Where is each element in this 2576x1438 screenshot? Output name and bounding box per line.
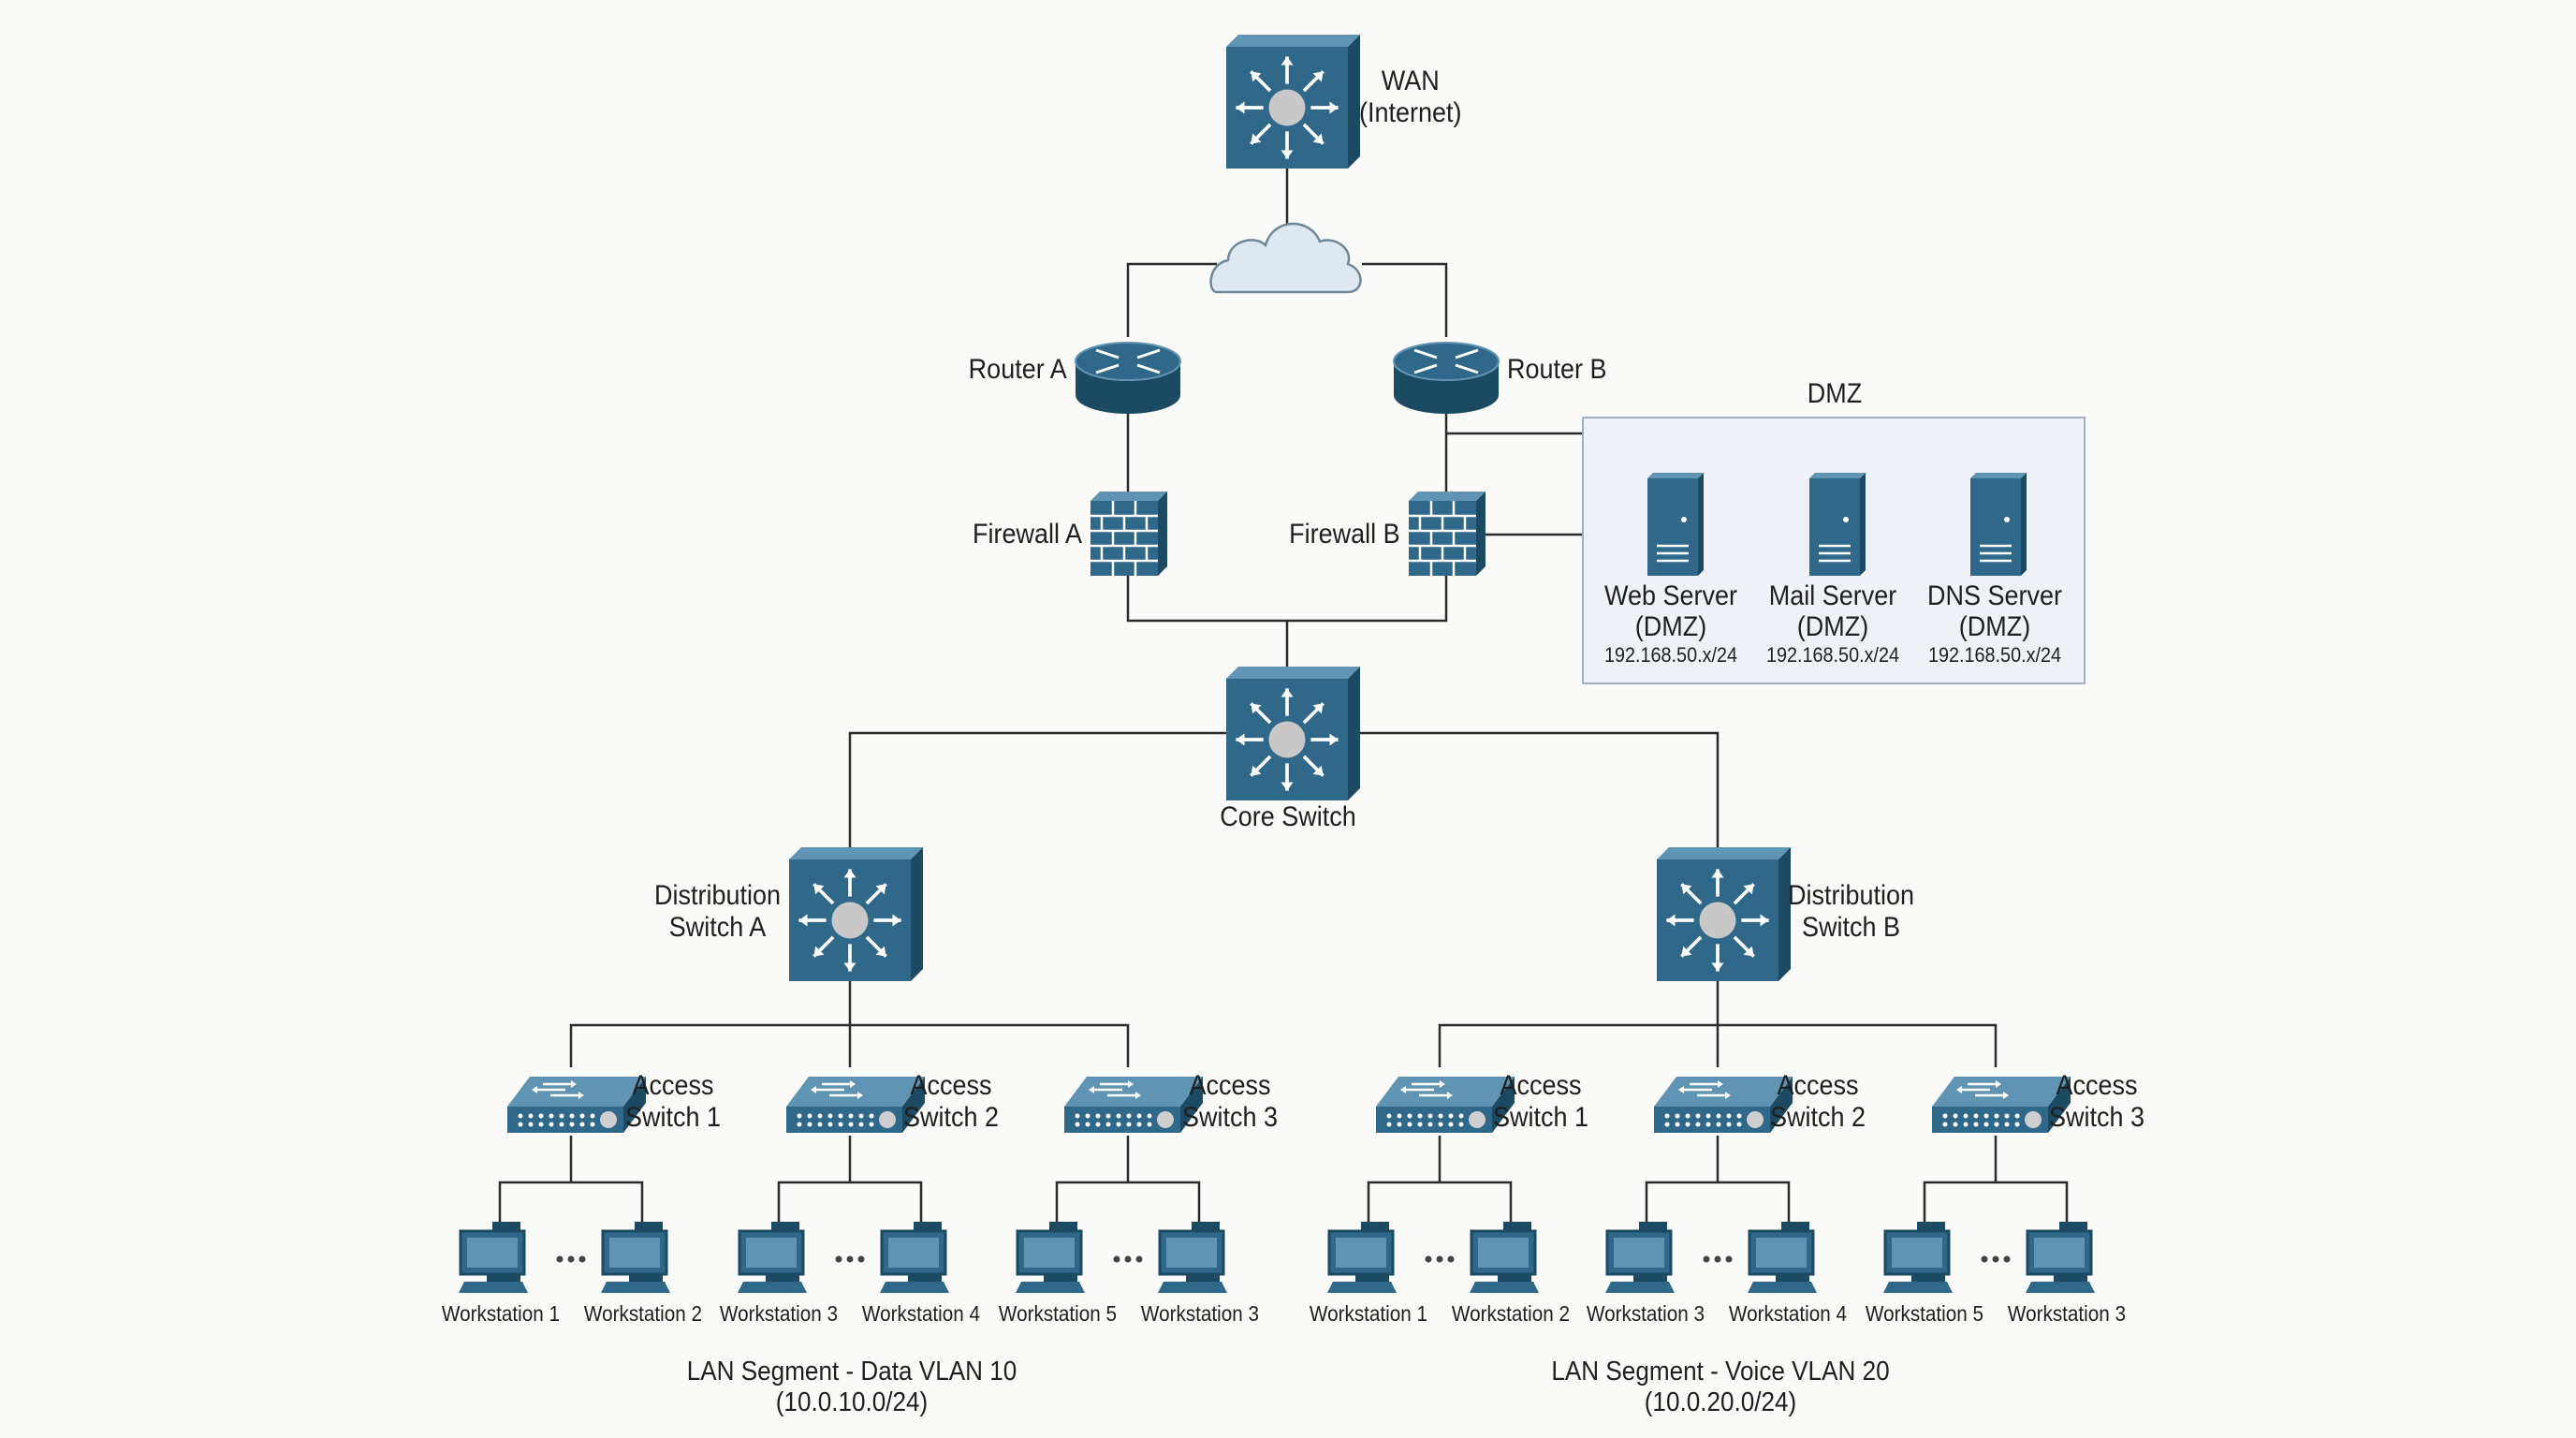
firewall-b-label: Firewall B: [1289, 519, 1400, 550]
ellipsis-dot: [578, 1255, 586, 1263]
mail-server-label: Mail Server (DMZ) 192.168.50.x/24: [1765, 580, 1900, 667]
workstation-icon: [1470, 1222, 1539, 1293]
workstation-label: Workstation 5: [998, 1301, 1118, 1326]
workstation-icon: [1016, 1222, 1085, 1293]
workstation-icon: [738, 1222, 807, 1293]
workstation-label: Workstation 3: [1586, 1301, 1705, 1326]
workstation-icon: [880, 1222, 949, 1293]
workstation-label: Workstation 3: [2007, 1301, 2127, 1326]
link-line: [1367, 1181, 1513, 1222]
dns-server-label: DNS Server (DMZ) 192.168.50.x/24: [1926, 580, 2063, 667]
ellipsis-dot: [1447, 1255, 1455, 1263]
ellipsis-dot: [1425, 1255, 1432, 1263]
link-line: [1645, 1181, 1791, 1222]
web-server-label: Web Server (DMZ) 192.168.50.x/24: [1603, 580, 1738, 667]
link-line: [1055, 1181, 1201, 1222]
firewall-a-icon: [1090, 492, 1167, 576]
workstation-label: Workstation 2: [583, 1301, 703, 1326]
ellipsis-dot: [1124, 1255, 1132, 1263]
ellipsis-dot: [556, 1255, 564, 1263]
distribution-switch-a-icon: [789, 847, 923, 981]
access-switch-icon: [1932, 1077, 2071, 1133]
link-line: [498, 1181, 644, 1222]
ellipsis-dot: [835, 1255, 842, 1263]
ellipsis-dot: [1703, 1255, 1710, 1263]
core-switch-icon: [1226, 667, 1360, 800]
workstation-icon: [1748, 1222, 1817, 1293]
ellipsis-dot: [857, 1255, 865, 1263]
link-line: [1348, 731, 1720, 847]
access-switch-icon: [786, 1077, 925, 1133]
ellipsis-dot: [1725, 1255, 1733, 1263]
access-switch-icon: [507, 1077, 646, 1133]
workstation-icon: [1327, 1222, 1397, 1293]
workstation-label: Workstation 1: [441, 1301, 561, 1326]
ellipsis-dot: [1135, 1255, 1143, 1263]
ellipsis-dot: [2003, 1255, 2011, 1263]
mail-server-icon: [1809, 473, 1866, 576]
wan-switch-icon: [1226, 35, 1360, 169]
workstation-icon: [601, 1222, 670, 1293]
firewall-a-label: Firewall A: [972, 519, 1082, 550]
workstation-label: Workstation 4: [861, 1301, 981, 1326]
link-line: [1362, 262, 1448, 337]
distribution-switch-b-icon: [1657, 847, 1791, 981]
core-switch-label: Core Switch: [1220, 801, 1356, 832]
dns-server-icon: [1970, 473, 2027, 576]
firewall-b-icon: [1409, 492, 1486, 576]
workstation-icon: [1158, 1222, 1227, 1293]
distribution-switch-a-label: Distribution Switch A: [653, 880, 781, 943]
ellipsis-dot: [1992, 1255, 1999, 1263]
lan-segment-voice-label: LAN Segment - Voice VLAN 20 (10.0.20.0/2…: [1551, 1357, 1890, 1417]
access-switch-icon: [1376, 1077, 1515, 1133]
lan-segment-data-label: LAN Segment - Data VLAN 10 (10.0.10.0/24…: [686, 1357, 1017, 1417]
wan-label: WAN (Internet): [1359, 66, 1462, 128]
workstation-label: Workstation 5: [1865, 1301, 1984, 1326]
access-switch-icon: [1064, 1077, 1203, 1133]
ellipsis-dot: [846, 1255, 854, 1263]
router-b-icon: [1393, 342, 1500, 414]
workstation-icon: [459, 1222, 528, 1293]
workstation-label: Workstation 2: [1451, 1301, 1571, 1326]
workstation-label: Workstation 3: [719, 1301, 839, 1326]
workstation-icon: [1605, 1222, 1675, 1293]
cloud-icon: [1209, 222, 1362, 294]
dmz-title: DMZ: [1807, 378, 1863, 409]
ellipsis-dot: [1113, 1255, 1120, 1263]
workstation-icon: [1883, 1222, 1953, 1293]
distribution-switch-b-label: Distribution Switch B: [1788, 880, 1915, 943]
access-switch-icon: [1654, 1077, 1793, 1133]
link-line: [1923, 1181, 2069, 1222]
router-b-label: Router B: [1507, 354, 1607, 385]
link-line: [848, 731, 1234, 847]
ellipsis-dot: [1714, 1255, 1721, 1263]
router-a-label: Router A: [968, 354, 1067, 385]
router-a-icon: [1075, 342, 1181, 414]
ellipsis-dot: [567, 1255, 575, 1263]
ellipsis-dot: [1436, 1255, 1443, 1263]
link-line: [1126, 262, 1217, 337]
workstation-icon: [2026, 1222, 2095, 1293]
workstation-label: Workstation 3: [1140, 1301, 1260, 1326]
workstation-label: Workstation 1: [1309, 1301, 1428, 1326]
ellipsis-dot: [1981, 1255, 1988, 1263]
web-server-icon: [1647, 473, 1704, 576]
link-line: [777, 1181, 923, 1222]
workstation-label: Workstation 4: [1728, 1301, 1848, 1326]
